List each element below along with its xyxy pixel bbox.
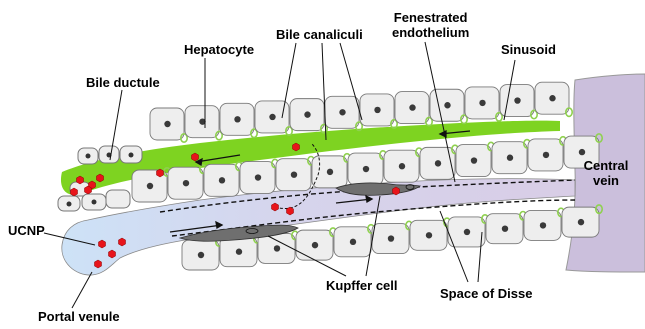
label-fenestrated-endothelium: Fenestrated endothelium	[392, 10, 469, 40]
hepatocyte-nucleus	[540, 222, 546, 228]
label-fenestrated-line1: Fenestrated	[392, 10, 469, 25]
label-bile-canaliculi: Bile canaliculi	[276, 27, 363, 42]
hepatocyte-nucleus	[255, 174, 261, 180]
ucnp-particle	[293, 143, 300, 151]
hepatocyte-nucleus	[374, 107, 380, 113]
hepatocyte-nucleus	[543, 152, 549, 158]
label-ucnp: UCNP	[8, 223, 45, 238]
ucnp-particle	[77, 176, 84, 184]
hepatocyte-nucleus	[164, 121, 170, 127]
label-space-of-disse: Space of Disse	[440, 286, 533, 301]
ucnp-particle	[85, 186, 92, 194]
ucnp-particle	[95, 260, 102, 268]
hepatocyte-nucleus	[236, 249, 242, 255]
hepatocyte-nucleus	[507, 155, 513, 161]
hepatocyte-nucleus	[219, 177, 225, 183]
hepatocyte-nucleus	[444, 102, 450, 108]
hepatocyte-nucleus	[339, 109, 345, 115]
hepatocyte-nucleus	[471, 157, 477, 163]
ucnp-particle	[119, 238, 126, 246]
ucnp-particle	[192, 153, 199, 161]
hepatocyte-nucleus	[578, 219, 584, 225]
hepatocyte-nucleus	[274, 245, 280, 251]
hepatocyte-nucleus	[464, 229, 470, 235]
label-central-vein-line1: Central	[580, 158, 632, 173]
hepatocyte-nucleus	[312, 242, 318, 248]
hepatocyte-nucleus	[579, 149, 585, 155]
hepatocyte-nucleus	[327, 169, 333, 175]
ucnp-particle	[71, 188, 78, 196]
label-fenestrated-line2: endothelium	[392, 25, 469, 40]
ucnp-particle	[99, 240, 106, 248]
hepatocyte-nucleus	[234, 116, 240, 122]
label-bile-ductule: Bile ductule	[86, 75, 160, 90]
ucnp-particle	[109, 250, 116, 258]
label-portal-venule: Portal venule	[38, 309, 120, 324]
label-sinusoid: Sinusoid	[501, 42, 556, 57]
hepatocyte-nucleus	[409, 104, 415, 110]
label-central-vein: Central vein	[580, 158, 632, 188]
hepatocyte-nucleus	[435, 160, 441, 166]
hepatocyte-nucleus	[147, 183, 153, 189]
hepatocyte-nucleus	[426, 232, 432, 238]
ucnp-particle	[393, 187, 400, 195]
label-kupffer-cell: Kupffer cell	[326, 278, 398, 293]
ucnp-particle	[272, 203, 279, 211]
hepatocyte-nucleus	[198, 252, 204, 258]
hepatocyte-nucleus	[502, 225, 508, 231]
hepatocyte-nucleus	[399, 163, 405, 169]
hepatocyte-nucleus	[363, 166, 369, 172]
hepatocyte-nucleus	[269, 114, 275, 120]
ucnp-particle	[157, 169, 164, 177]
hepatocyte-nucleus	[388, 235, 394, 241]
hepatocyte-nucleus	[350, 239, 356, 245]
hepatocyte-nucleus	[549, 95, 555, 101]
hepatocyte-nucleus	[479, 100, 485, 106]
label-central-vein-line2: vein	[580, 173, 632, 188]
ucnp-particle	[97, 174, 104, 182]
hepatocyte-nucleus	[183, 180, 189, 186]
hepatocyte-nucleus	[514, 97, 520, 103]
hepatocyte-nucleus	[291, 171, 297, 177]
hepatocyte-nucleus	[304, 111, 310, 117]
label-hepatocyte: Hepatocyte	[184, 42, 254, 57]
ucnp-particle	[287, 207, 294, 215]
